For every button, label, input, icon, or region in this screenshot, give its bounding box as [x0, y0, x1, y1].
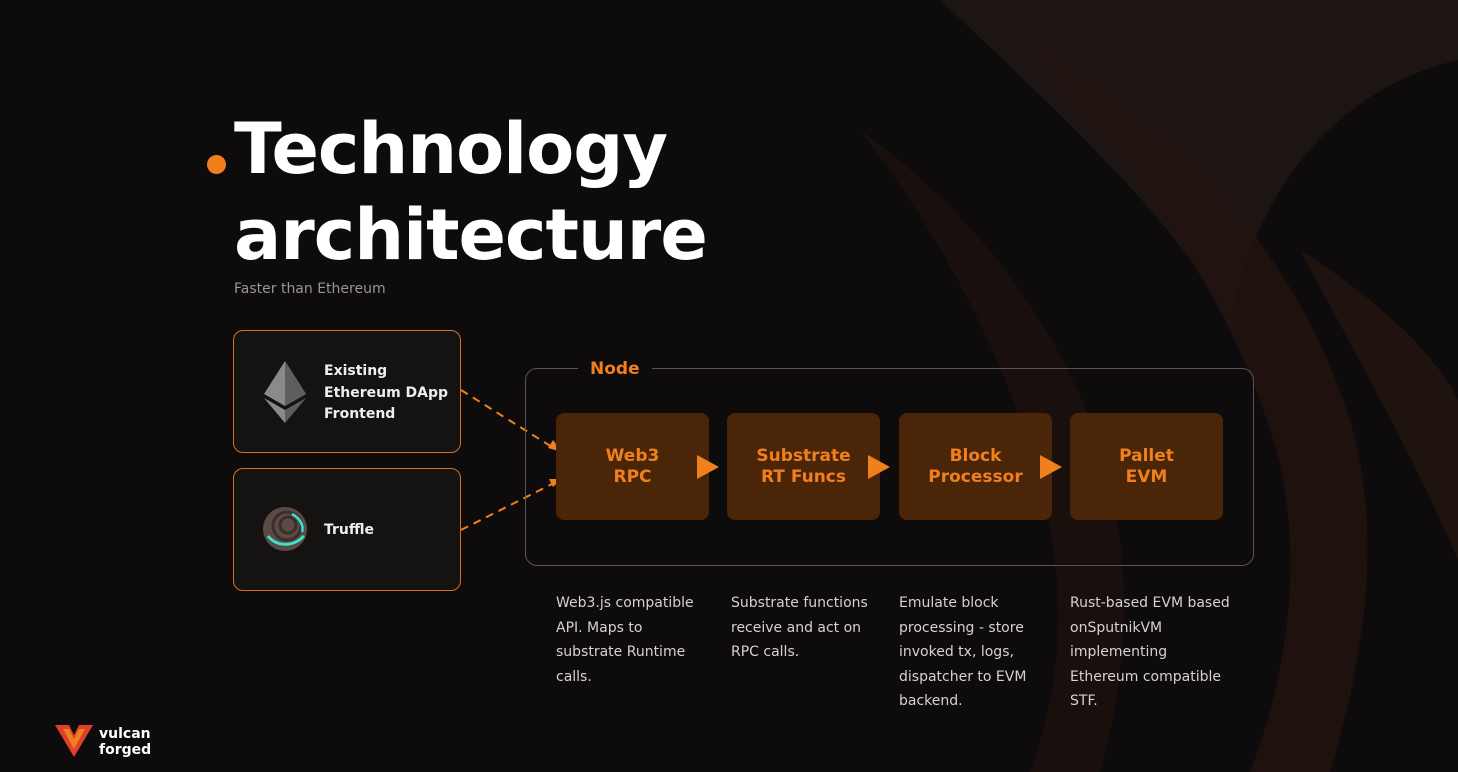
truffle-icon [263, 507, 307, 551]
stage-label: Pallet EVM [1119, 445, 1174, 487]
flow-arrow-icon [697, 455, 719, 479]
node-label: Node [578, 357, 652, 381]
stage-pallet-evm: Pallet EVM [1070, 413, 1223, 520]
stage-label: Substrate RT Funcs [756, 445, 851, 487]
stage-block-processor: Block Processor [899, 413, 1052, 520]
stage-description-web3-rpc: Web3.js compatible API. Maps to substrat… [556, 595, 694, 685]
stage-description-substrate-rt-funcs: Substrate functions receive and act on R… [731, 595, 868, 660]
client-label: Truffle [324, 522, 375, 538]
stage-label: Block Processor [928, 445, 1023, 487]
stage-web3-rpc: Web3 RPC [556, 413, 709, 520]
ethereum-icon [264, 361, 306, 423]
page-title: Technology architecture [234, 108, 708, 276]
page-subtitle: Faster than Ethereum [234, 281, 386, 297]
client-label: Existing Ethereum DApp Frontend [324, 363, 449, 422]
stage-substrate-rt-funcs: Substrate RT Funcs [727, 413, 880, 520]
vulcan-forged-logo-icon [55, 725, 93, 757]
stage-description-pallet-evm: Rust-based EVM based onSputnikVM impleme… [1070, 595, 1230, 709]
title-accent-dot [207, 155, 226, 174]
flow-arrow-icon [868, 455, 890, 479]
stage-label: Web3 RPC [605, 445, 660, 487]
node-frame [525, 368, 1254, 566]
flow-arrow-icon [1040, 455, 1062, 479]
client-box-truffle: Truffle [233, 468, 461, 591]
client-box-ethereum-dapp: Existing Ethereum DApp Frontend [233, 330, 461, 453]
stage-description-block-processor: Emulate block processing - store invoked… [899, 595, 1027, 709]
brand-name: vulcan forged [99, 726, 152, 758]
